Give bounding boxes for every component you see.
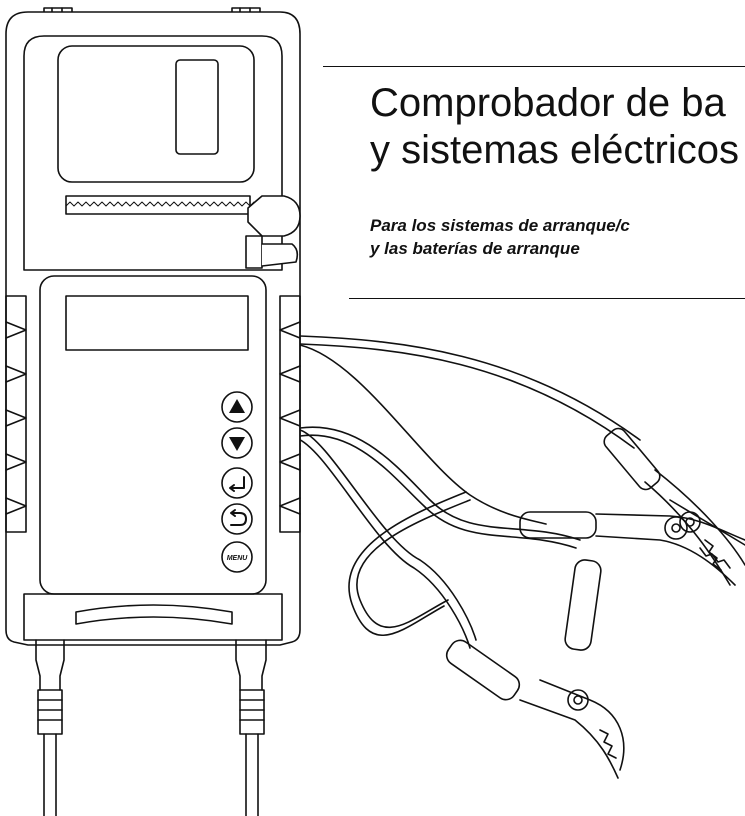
subtitle-line-2: y las baterías de arranque xyxy=(370,239,580,258)
side-grips xyxy=(5,295,301,533)
lcd-display xyxy=(65,295,249,351)
menu-icon[interactable]: MENU xyxy=(221,541,253,573)
clamp-middle xyxy=(519,511,745,586)
keypad: MENU xyxy=(221,391,253,573)
device-body xyxy=(5,7,301,646)
page-subtitle: Para los sistemas de arranque/c y las ba… xyxy=(370,214,630,260)
arrow-up-icon[interactable] xyxy=(221,391,253,423)
test-cables xyxy=(295,335,641,649)
top-rule xyxy=(323,66,745,67)
back-icon[interactable] xyxy=(221,503,253,535)
arrow-down-icon[interactable] xyxy=(221,427,253,459)
menu-button-label: MENU xyxy=(227,555,249,562)
title-line-1: Comprobador de ba xyxy=(370,81,726,125)
subtitle-line-1: Para los sistemas de arranque/c xyxy=(370,216,630,235)
clamp-lower xyxy=(445,559,625,779)
bottom-rule xyxy=(349,298,745,299)
enter-icon[interactable] xyxy=(221,467,253,499)
title-line-2: y sistemas eléctricos xyxy=(370,128,739,172)
lead-cables xyxy=(35,639,267,816)
page-title: Comprobador de ba y sistemas eléctricos xyxy=(370,80,739,174)
